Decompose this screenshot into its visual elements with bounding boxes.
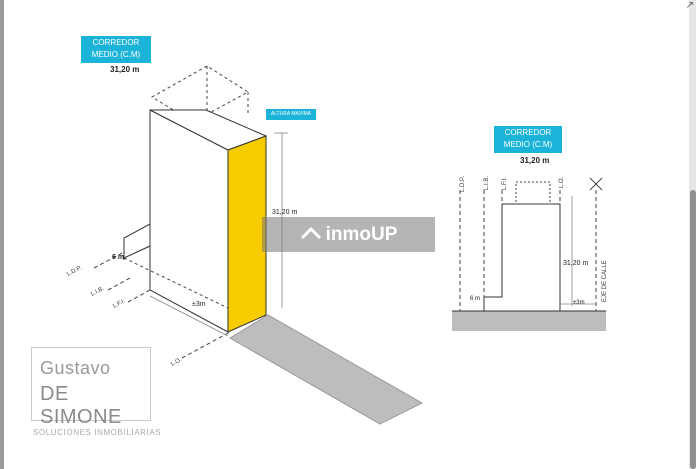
corner-arrow-icon: ↗ bbox=[685, 0, 694, 11]
back-block bbox=[123, 223, 151, 259]
left-ldp-label: L.D.P. bbox=[66, 265, 83, 278]
left-cm-value: 31,20 m bbox=[110, 65, 140, 74]
altura-maxima-text: ALTURA MAXIMA bbox=[270, 111, 312, 117]
left-edge bbox=[0, 0, 4, 469]
logo-line2: DE SIMONE bbox=[40, 383, 122, 428]
max-height-face bbox=[227, 135, 267, 333]
street-axis-label: EJE DE CALLE bbox=[602, 260, 608, 302]
street-axis-mark bbox=[589, 177, 603, 191]
lib-line bbox=[107, 277, 131, 291]
left-cm-tag: CORREDOR MEDIO (C.M) bbox=[81, 36, 151, 63]
top-dashed-volume bbox=[515, 181, 551, 205]
altura-maxima-tag: ALTURA MAXIMA bbox=[266, 109, 316, 120]
lo-line bbox=[181, 331, 231, 359]
right-lib-label: L.I.B. bbox=[484, 176, 490, 190]
brand-logo: Gustavo DE SIMONE bbox=[31, 347, 151, 428]
right-cm-value: 31,20 m bbox=[520, 156, 550, 165]
left-height-dim: 31,20 m bbox=[272, 209, 297, 216]
right-cm-tag: CORREDOR MEDIO (C.M) bbox=[494, 126, 562, 153]
right-lo-label: L.O. bbox=[559, 176, 565, 188]
lfi-line bbox=[127, 289, 151, 303]
left-lib-label: L.I.B. bbox=[90, 286, 105, 298]
right-cm-tag-text: CORREDOR MEDIO (C.M) bbox=[503, 128, 553, 149]
width-dim-line bbox=[149, 295, 229, 337]
left-lo-label: L.O. bbox=[170, 357, 183, 368]
building-outline bbox=[483, 203, 561, 311]
house-icon bbox=[300, 226, 321, 239]
top-volume-dashed bbox=[151, 65, 249, 123]
watermark: inmoUP bbox=[262, 217, 435, 252]
ground-outline bbox=[123, 257, 229, 309]
right-depth-dim: 6 m bbox=[470, 296, 480, 302]
logo-subtitle: SOLUCIONES INMOBILIARIAS bbox=[33, 428, 162, 437]
left-lfi-label: L.F.I. bbox=[112, 298, 127, 310]
ground-outline bbox=[123, 245, 151, 259]
scrollbar-thumb[interactable] bbox=[690, 190, 696, 469]
ldp-line bbox=[93, 251, 125, 269]
right-ldp-label: L.D.P. bbox=[460, 176, 466, 192]
right-width-dim: ±3m bbox=[573, 300, 585, 306]
sidewalk-strip bbox=[229, 314, 424, 425]
logo-line1: Gustavo bbox=[40, 358, 111, 378]
left-cm-tag-text: CORREDOR MEDIO (C.M) bbox=[91, 38, 141, 59]
left-width-dim: ±3m bbox=[192, 301, 206, 308]
watermark-text: inmoUP bbox=[325, 223, 398, 245]
right-lfi-label: L.F.I. bbox=[502, 177, 508, 190]
ground-base bbox=[452, 311, 606, 331]
left-depth-dim: 6 m bbox=[112, 254, 124, 261]
scrollbar-track[interactable] bbox=[689, 0, 696, 469]
right-height-dim: 31,20 m bbox=[563, 260, 588, 267]
